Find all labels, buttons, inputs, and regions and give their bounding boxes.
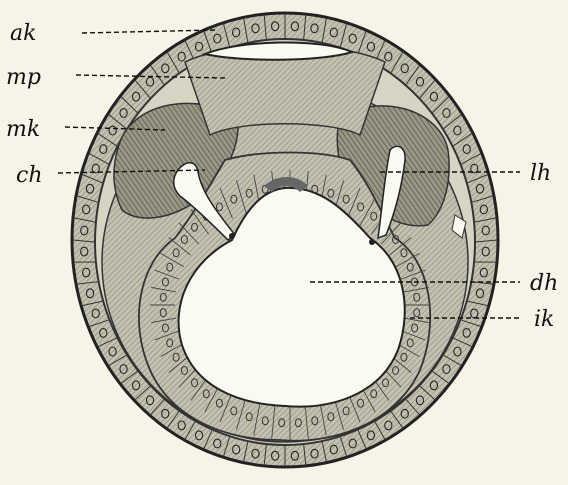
label-ak: ak bbox=[10, 21, 36, 46]
label-dh: dh bbox=[530, 271, 558, 296]
label-mk: mk bbox=[6, 117, 40, 142]
label-mp: mp bbox=[6, 65, 41, 90]
label-ik: ik bbox=[534, 307, 554, 332]
label-ch: ch bbox=[16, 163, 43, 188]
label-lh: lh bbox=[530, 161, 551, 186]
vessel-dot-left bbox=[229, 233, 235, 239]
vessel-dot-right bbox=[369, 239, 375, 245]
